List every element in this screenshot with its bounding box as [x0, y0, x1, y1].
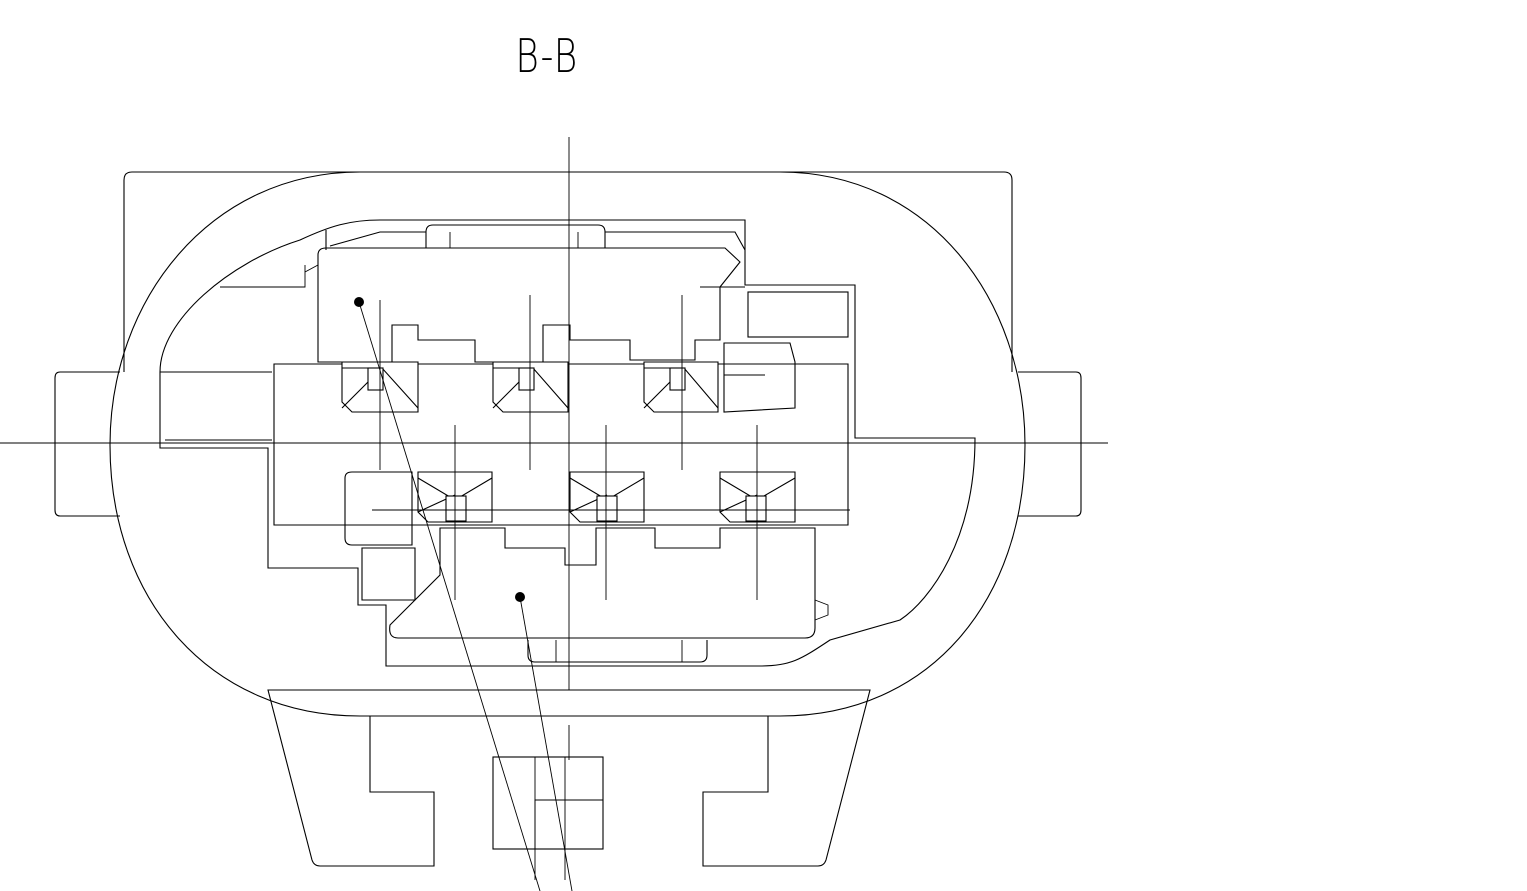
lower-slot	[527, 640, 708, 663]
housing-frame	[123, 171, 1013, 372]
section-label: B-B	[515, 29, 579, 83]
lower-bearings	[417, 471, 796, 523]
leader-lines	[354, 297, 573, 891]
upper-bearings	[341, 361, 719, 413]
upper-gear	[317, 247, 741, 363]
housing-body	[109, 171, 1026, 717]
leader-dot-lower	[515, 592, 525, 602]
top-slot	[425, 224, 606, 248]
right-box	[747, 291, 849, 338]
leader-dot-upper	[354, 297, 364, 307]
base-center-block	[492, 756, 604, 850]
center-lines	[0, 137, 1108, 760]
lower-gear	[389, 527, 816, 639]
right-block	[723, 342, 796, 413]
lower-left-block	[361, 547, 416, 601]
right-boss	[1018, 371, 1082, 517]
left-boss	[54, 371, 120, 517]
